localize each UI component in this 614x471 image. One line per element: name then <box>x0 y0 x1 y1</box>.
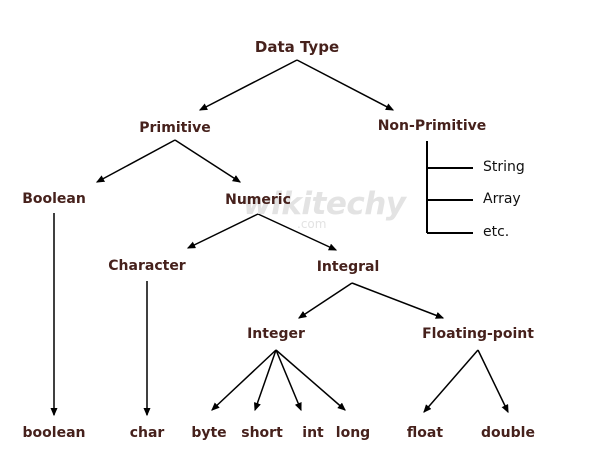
edge-integer-to-short <box>253 349 277 412</box>
edge-integral-to-floatingpoint <box>351 282 445 319</box>
edge-primitive-to-numeric <box>174 139 242 183</box>
edge-datatype-to-nonprimitive <box>296 59 395 111</box>
node-primitive: Primitive <box>139 120 211 136</box>
edge-integer-to-long <box>275 349 346 411</box>
node-leaf-double: double <box>481 425 535 441</box>
non-primitive-bracket <box>426 141 473 234</box>
edge-primitive-to-boolean <box>95 139 176 183</box>
edge-integer-to-byte <box>211 349 277 411</box>
node-leaf-int: int <box>302 425 324 441</box>
node-leaf-boolean: boolean <box>22 425 86 441</box>
watermark-suffix: .com <box>297 217 327 231</box>
edge-floatingpoint-to-float <box>423 349 479 413</box>
node-etc: etc. <box>483 224 510 240</box>
node-leaf-float: float <box>406 425 444 441</box>
node-integer: Integer <box>247 326 305 342</box>
node-leaf-short: short <box>241 425 283 441</box>
node-non-primitive: Non-Primitive <box>377 118 487 134</box>
edge-integer-to-int <box>275 349 302 412</box>
edge-integral-to-integer <box>297 282 353 319</box>
node-leaf-byte: byte <box>191 425 227 441</box>
node-leaf-char: char <box>129 425 165 441</box>
node-numeric: Numeric <box>225 192 291 208</box>
edge-datatype-to-primitive <box>198 59 298 111</box>
node-boolean: Boolean <box>22 191 86 207</box>
node-floating-point: Floating-point <box>422 326 534 342</box>
edge-numeric-to-character <box>186 213 259 249</box>
node-array: Array <box>483 191 521 207</box>
node-integral: Integral <box>316 259 380 275</box>
edge-numeric-to-integral <box>257 213 338 251</box>
edge-floatingpoint-to-double <box>477 349 509 414</box>
node-leaf-long: long <box>335 425 371 441</box>
node-character: Character <box>108 258 186 274</box>
node-data-type: Data Type <box>254 38 340 56</box>
node-string: String <box>483 159 525 175</box>
